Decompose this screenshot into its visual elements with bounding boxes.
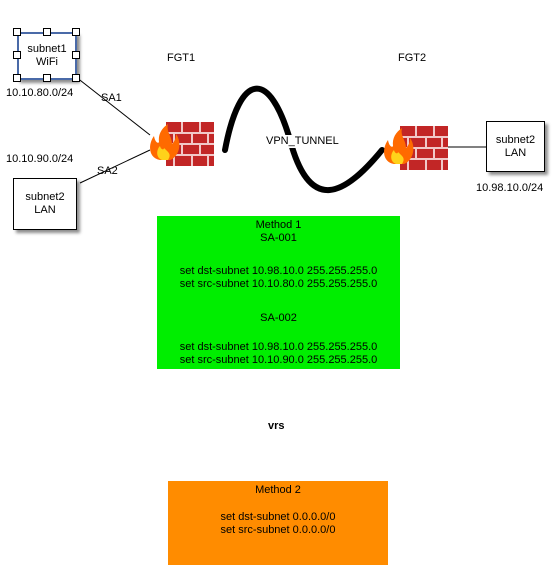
firewall-icon[interactable]	[380, 122, 450, 174]
selection-handle[interactable]	[13, 51, 21, 59]
subnet2-left-label: subnet2	[25, 191, 65, 203]
subnet2-right-type: LAN	[504, 146, 527, 159]
subnet1-wifi-box[interactable]: subnet1 WiFi	[17, 32, 77, 80]
method1-sa2-dst: set dst-subnet 10.98.10.0 255.255.255.0	[179, 341, 378, 353]
subnet2-left-lan-box[interactable]: subnet2 LAN	[13, 178, 77, 230]
fgt2-label: FGT2	[398, 52, 427, 64]
subnet2-right-label: subnet2	[495, 133, 536, 146]
method1-sa2-src: set src-subnet 10.10.90.0 255.255.255.0	[179, 354, 378, 366]
method1-sa1-src: set src-subnet 10.10.80.0 255.255.255.0	[179, 278, 378, 290]
link-sa1	[75, 76, 151, 136]
selection-handle[interactable]	[43, 74, 51, 82]
method1-sa2-name: SA-002	[260, 312, 297, 324]
firewall-icon[interactable]	[146, 118, 216, 170]
method2-dst: set dst-subnet 0.0.0.0/0	[220, 511, 336, 523]
selection-handle[interactable]	[72, 74, 80, 82]
selection-handle[interactable]	[13, 74, 21, 82]
subnet2-right-lan-box[interactable]: subnet2 LAN	[486, 121, 545, 172]
method2-src: set src-subnet 0.0.0.0/0	[220, 524, 336, 536]
vrs-label: vrs	[268, 420, 285, 432]
method1-sa1-dst: set dst-subnet 10.98.10.0 255.255.255.0	[179, 265, 378, 277]
method2-title: Method 2	[255, 484, 301, 496]
vpn-tunnel-label: VPN_TUNNEL	[265, 135, 340, 148]
subnet1-ip: 10.10.80.0/24	[6, 87, 74, 99]
subnet2-right-ip: 10.98.10.0/24	[476, 182, 544, 194]
selection-handle[interactable]	[72, 51, 80, 59]
method2-box[interactable]: Method 2 set dst-subnet 0.0.0.0/0 set sr…	[168, 481, 388, 565]
subnet1-label: subnet1	[27, 43, 67, 55]
method1-sa1-name: SA-001	[260, 232, 297, 244]
selection-handle[interactable]	[72, 28, 80, 36]
sa1-label: SA1	[101, 92, 122, 104]
method1-box[interactable]: Method 1 SA-001 set dst-subnet 10.98.10.…	[157, 216, 400, 369]
method1-title: Method 1	[255, 219, 302, 231]
sa2-label: SA2	[97, 165, 118, 177]
link-sa2	[79, 149, 151, 184]
fgt1-label: FGT1	[167, 52, 196, 64]
selection-handle[interactable]	[43, 28, 51, 36]
subnet2-left-ip: 10.10.90.0/24	[6, 153, 74, 165]
selection-handle[interactable]	[13, 28, 21, 36]
subnet2-left-type: LAN	[34, 204, 56, 216]
subnet1-type: WiFi	[36, 56, 58, 68]
